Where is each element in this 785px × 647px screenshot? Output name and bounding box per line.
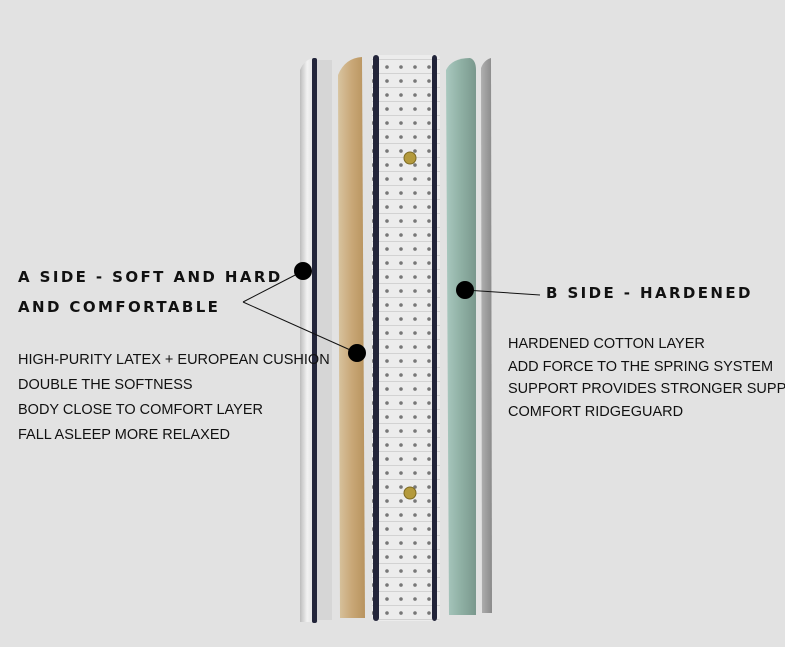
b-side-feature: COMFORT RIDGEGUARD [508, 404, 684, 420]
latex-layer [338, 57, 365, 618]
hardened-cotton-layer [446, 58, 476, 615]
b-side-feature: SUPPORT PROVIDES STRONGER SUPPORT [508, 381, 785, 397]
a-side-feature: HIGH-PURITY LATEX + EUROPEAN CUSHION [18, 352, 330, 368]
b-side-heading: B SIDE - HARDENED [546, 284, 753, 302]
a-side-feature: DOUBLE THE SOFTNESS [18, 377, 193, 393]
b-side-feature: HARDENED COTTON LAYER [508, 336, 705, 352]
marker-b-side [456, 281, 474, 299]
quilted-comfort-layer [300, 58, 332, 623]
b-side-feature: ADD FORCE TO THE SPRING SYSTEM [508, 359, 774, 375]
air-vent-icon [403, 486, 417, 500]
air-vent-icon [403, 151, 417, 165]
a-side-heading-line1: A SIDE - SOFT AND HARD [18, 268, 283, 286]
marker-a-side-latex [348, 344, 366, 362]
a-side-heading-line2: AND COMFORTABLE [18, 298, 221, 316]
callout-lines [242, 270, 541, 354]
marker-a-side-top [294, 262, 312, 280]
a-side-feature: BODY CLOSE TO COMFORT LAYER [18, 402, 263, 418]
base-layer [481, 58, 492, 613]
spring-core-layer [372, 55, 440, 621]
a-side-feature: FALL ASLEEP MORE RELAXED [18, 427, 230, 443]
